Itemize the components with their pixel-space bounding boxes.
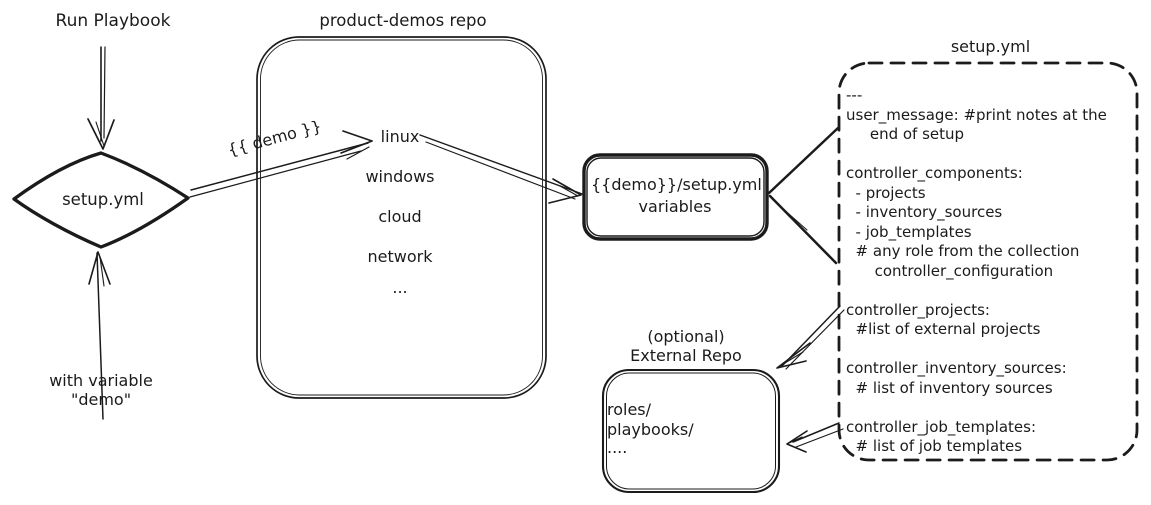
yaml-line: - job_templates [846,222,972,241]
yaml-line: # list of job templates [846,437,1023,455]
external-repo-item-roles: roles/ [607,400,652,419]
yaml-line: controller_job_templates: [846,417,1037,436]
setup-yml-diamond [12,151,190,249]
setup-yml-dashed-box [837,61,1139,462]
external-repo-box [601,368,781,494]
yaml-line [846,281,1107,301]
external-repo-label-title: External Repo [630,346,742,365]
yaml-line: user_message: #print notes at the [846,105,1107,124]
yaml-line: # list of inventory sources [846,378,1053,397]
diamond-label: setup.yml [62,190,144,209]
yaml-line: --- [846,86,863,104]
yaml-line: - projects [846,183,926,202]
product-demos-repo-title: product-demos repo [319,11,487,30]
external-repo-item-ellipsis: .... [607,438,628,457]
setup-yml-title: setup.yml [950,37,1031,56]
with-variable-label-line1: with variable [49,371,153,390]
with-variable-arrow [88,251,111,420]
yaml-line: controller_projects: [846,300,990,319]
variables-box-line1: {{demo}}/setup.yml [591,175,762,194]
run-playbook-label: Run Playbook [55,11,171,31]
yaml-line [846,340,1107,360]
repo-item-linux: linux [380,127,420,146]
repo-item-cloud: cloud [378,207,422,226]
yaml-line: - inventory_sources [846,203,1003,221]
external-repo-item-playbooks: playbooks/ [607,420,694,439]
setup-yml-content: --- user_message: #print notes at the en… [846,86,1107,457]
demo-arrow [189,130,373,198]
product-demos-repo-box [256,36,547,399]
repo-item-windows: windows [365,167,435,186]
variables-box [582,153,769,241]
yaml-line: # any role from the collection [846,242,1080,260]
variables-box-line2: variables [638,197,712,216]
repo-item-network: network [367,247,433,266]
yaml-line [846,398,1107,418]
job-templates-to-external-arrow [786,422,844,453]
yaml-line: end of setup [846,125,965,143]
external-repo-label-optional: (optional) [647,327,725,346]
with-variable-label-line2: "demo" [70,390,132,409]
yaml-line: controller_inventory_sources: [846,359,1067,377]
run-playbook-arrow [87,46,115,150]
repo-item-ellipsis: ... [392,278,408,297]
yaml-line: controller_components: [846,164,1023,182]
projects-to-external-arrow [776,305,845,370]
linux-to-variables-arrow [419,134,586,204]
yaml-line: #list of external projects [846,320,1041,338]
yaml-line: controller_configuration [846,261,1054,280]
variables-to-setup-fan-lines [767,126,840,265]
yaml-line [846,145,1107,165]
